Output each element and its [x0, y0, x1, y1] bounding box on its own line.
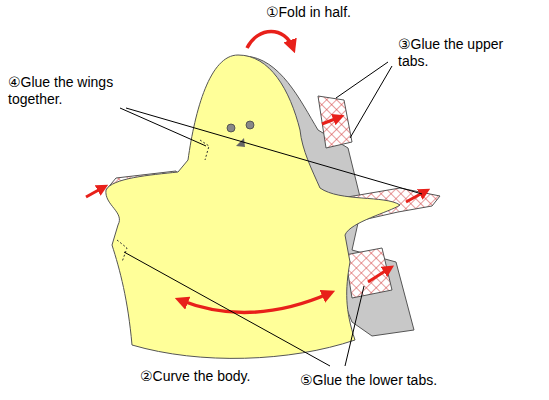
dotted-tab	[200, 140, 209, 160]
fold-arrow	[247, 32, 293, 49]
leader-line	[345, 286, 364, 366]
callout-label: ③Glue the upper tabs.	[398, 36, 510, 70]
leader-line	[126, 108, 422, 194]
leader-line	[336, 62, 388, 98]
callout-label: ⑤Glue the lower tabs.	[300, 372, 437, 389]
glue-arrow	[322, 117, 340, 124]
eye	[227, 124, 235, 132]
dotted-tab	[117, 240, 127, 262]
callout-label: ④Glue the wings together.	[8, 74, 124, 108]
leader-line	[124, 252, 330, 366]
upper-tab	[318, 96, 352, 148]
callout-label: ①Fold in half.	[266, 4, 351, 21]
eye	[246, 121, 254, 129]
glue-arrow	[86, 187, 104, 197]
body-front	[106, 55, 400, 358]
glue-arrow	[368, 268, 390, 282]
lower-tab	[345, 248, 392, 298]
leader-line	[350, 66, 392, 138]
callout-label: ②Curve the body.	[140, 368, 250, 385]
